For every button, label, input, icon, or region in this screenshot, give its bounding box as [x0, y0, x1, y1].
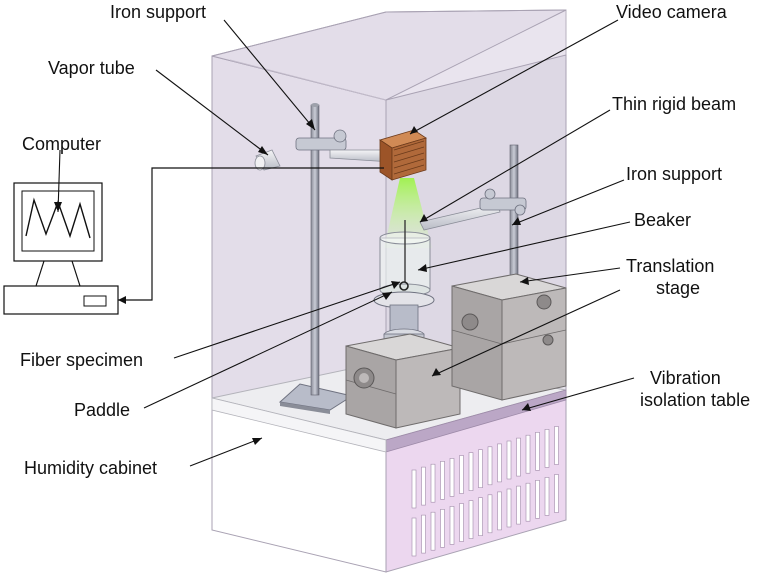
vent-slot — [544, 477, 550, 516]
vent-slot — [525, 434, 531, 474]
leader-arrowheads — [54, 119, 531, 445]
label-beaker: Beaker — [634, 210, 692, 230]
vent-slot — [421, 466, 426, 506]
camera-fin — [393, 158, 425, 169]
vent-slot — [440, 508, 445, 548]
camera-fin — [393, 146, 425, 157]
camera-fin — [393, 164, 425, 175]
vent-slot — [525, 482, 531, 522]
vent-slot — [516, 437, 521, 477]
vent-slot — [497, 491, 502, 531]
vent-slot — [478, 497, 483, 537]
vent-slot — [421, 514, 426, 554]
back-translation-stage — [451, 273, 567, 401]
vent-slot — [430, 463, 436, 503]
vent-slot — [430, 511, 436, 551]
vent-slot — [487, 494, 493, 534]
label-vibration-table-line2: isolation table — [640, 390, 751, 410]
front-translation-stage — [345, 333, 461, 429]
vent-slot — [487, 446, 493, 486]
vent-slot — [440, 460, 445, 500]
label-paddle: Paddle — [74, 400, 131, 420]
vent-slot — [468, 500, 474, 539]
vent-slot — [478, 449, 483, 489]
vent-slot — [497, 443, 502, 483]
video-camera — [379, 129, 427, 181]
label-iron-support-right: Iron support — [626, 164, 723, 184]
label-vibration-table-line1: Vibration — [650, 368, 721, 388]
label-thin-rigid-beam: Thin rigid beam — [612, 94, 737, 114]
vent-slot — [535, 431, 540, 471]
vent-slot — [506, 488, 512, 528]
label-fiber-specimen: Fiber specimen — [20, 350, 144, 370]
camera-cable — [118, 167, 384, 301]
vent-slot — [459, 503, 464, 542]
vent-slot — [535, 479, 540, 519]
vent-slot — [449, 458, 455, 497]
label-computer: Computer — [22, 134, 102, 154]
vent-slot — [468, 452, 474, 491]
vent-slot — [554, 426, 559, 465]
vent-slot — [506, 440, 512, 480]
cable-arrow — [118, 296, 126, 304]
label-video-camera: Video camera — [616, 2, 727, 22]
vent-slot — [459, 455, 464, 494]
label-vapor-tube: Vapor tube — [48, 58, 135, 78]
label-iron-support-top: Iron support — [110, 2, 207, 22]
cabinet-vents — [411, 426, 559, 557]
vent-slot — [411, 517, 417, 557]
vapor-tube — [254, 149, 281, 171]
camera-fin — [393, 140, 425, 151]
camera-fin — [393, 152, 425, 163]
light-beam — [384, 178, 432, 248]
label-translation-stage-line2: stage — [656, 278, 701, 298]
left-iron-support — [278, 103, 393, 414]
vent-slot — [544, 429, 550, 468]
right-iron-support — [419, 144, 527, 286]
vent-slot — [449, 506, 455, 545]
vent-slot — [516, 485, 521, 525]
leader-lines — [57, 19, 635, 467]
vent-slot — [411, 469, 417, 509]
vent-slot — [554, 474, 559, 513]
label-humidity-cabinet: Humidity cabinet — [24, 458, 158, 478]
label-translation-stage-line1: Translation — [626, 256, 715, 276]
